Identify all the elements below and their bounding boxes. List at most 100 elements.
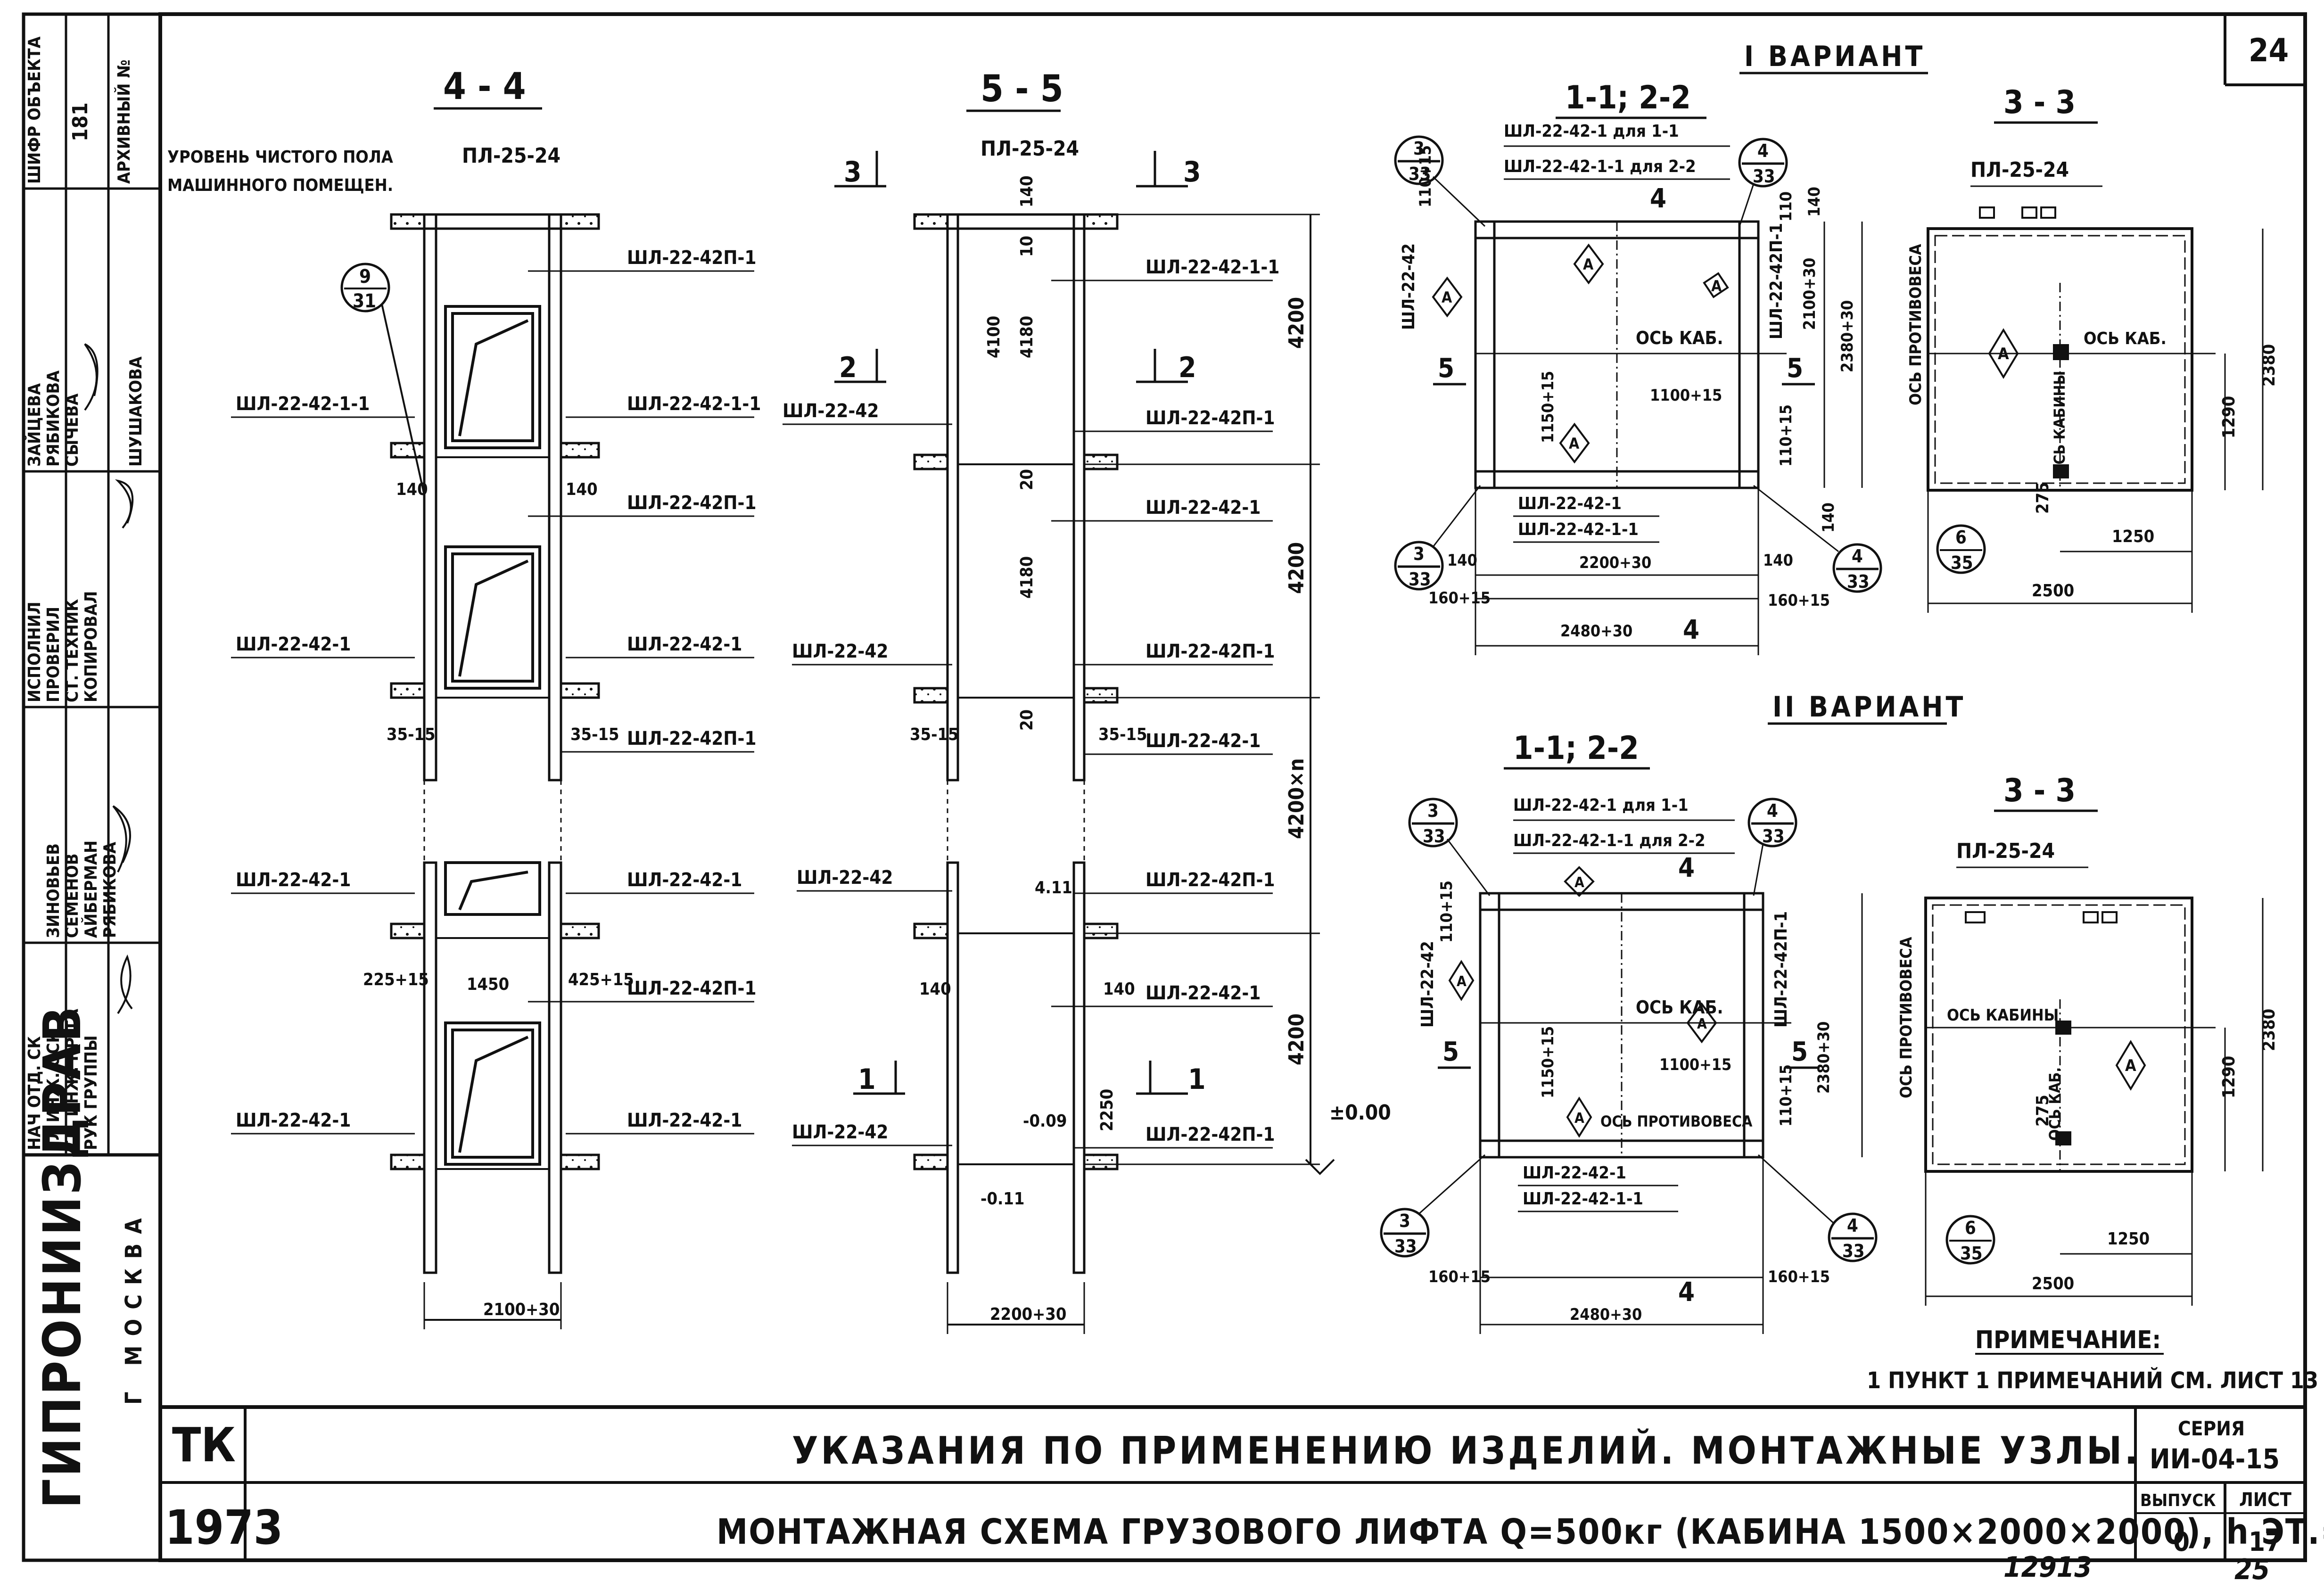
plan33a-callout-b: 35 xyxy=(1951,552,1973,573)
strip-code-value: 181 xyxy=(68,102,92,141)
plan-3-3-variant-1: 3 - 3 ПЛ-25-24 А ОСЬ КАБ. ОСЬ ПРОТИВОВЕС… xyxy=(1906,84,2279,613)
s55-dim-2200: 2200+30 xyxy=(990,1305,1066,1324)
plan2-dim-5: 110+15 xyxy=(1777,1064,1796,1127)
plan33a-title: 3 - 3 xyxy=(2003,84,2076,121)
plan1-label-1: ШЛ-22-42-1 для 1-1 xyxy=(1504,122,1679,141)
plan2-cut-5a: 5 xyxy=(1442,1037,1459,1067)
plan2-dim-8: 2480+30 xyxy=(1570,1305,1642,1324)
plan2-call-1b: 33 xyxy=(1423,826,1445,847)
plan2-side-right: ШЛ-22-42П-1 xyxy=(1772,911,1791,1028)
name-3: АЙБЕРМАН xyxy=(81,840,101,938)
strip-archive-label: АРХИВНЫЙ № xyxy=(114,59,134,184)
s55-label-1: ШЛ-22-42-1-1 xyxy=(1146,256,1279,278)
s44-label-2: ШЛ-22-42-1-1 xyxy=(236,393,370,415)
plan1-dim-3: 140 xyxy=(1805,187,1824,217)
signature-3 xyxy=(84,343,99,411)
plan-1-1-variant-2: 1-1; 2-2 ШЛ-22-42-1 для 1-1 ШЛ-22-42-1-1… xyxy=(1380,730,1878,1334)
plan1-call-2b: 33 xyxy=(1753,166,1775,187)
s55-dim-10: 10 xyxy=(1017,236,1037,257)
title-code: ТК xyxy=(172,1417,236,1473)
signature-4 xyxy=(115,479,134,529)
plan1-cut-4a: 4 xyxy=(1650,183,1666,214)
plan1-title: 1-1; 2-2 xyxy=(1565,79,1691,116)
cut-3-right: 3 xyxy=(1183,156,1201,189)
section-4-4: 4 - 4 УРОВЕНЬ ЧИСТОГО ПОЛА МАШИННОГО ПОМ… xyxy=(167,66,761,1329)
org-name: ГИПРОНИИЗДРАВ xyxy=(32,1005,92,1508)
s55-dim-009: -0.09 xyxy=(1023,1112,1067,1131)
height-2: 4200 xyxy=(1285,542,1309,594)
role-7: СТ. ТЕХНИК xyxy=(63,599,82,702)
s44-label-5: ШЛ-22-42-1 xyxy=(236,634,351,655)
s55-label-9: ШЛ-22-42П-1 xyxy=(1146,869,1275,891)
plan33a-axis-cabin: ОСЬ КАБ. xyxy=(2084,329,2167,348)
s55-dim-35b: 35-15 xyxy=(1098,725,1147,744)
plan33a-callout-a: 6 xyxy=(1955,527,1967,548)
s44-dim-1: 140 xyxy=(396,480,428,499)
plan1-bottom-label-2: ШЛ-22-42-1-1 xyxy=(1518,520,1639,539)
plan33a-mark: А xyxy=(1998,345,2009,363)
s55-label-7: ШЛ-22-42-1 xyxy=(1146,730,1261,752)
plan1-dim-4: 2100+30 xyxy=(1800,258,1819,330)
plan33a-dim-1290: 1290 xyxy=(2219,396,2239,438)
s44-label-8: ШЛ-22-42-1 xyxy=(236,869,351,891)
role-1: НАЧ ОТД. СК xyxy=(25,1036,44,1150)
plan1-axis: ОСЬ КАБ. xyxy=(1636,328,1723,348)
plan1-mark-3: А xyxy=(1569,435,1580,453)
s55-label-3: ШЛ-22-42П-1 xyxy=(1146,407,1275,429)
plan1-cut-4b: 4 xyxy=(1683,615,1699,645)
name-4: РЯБИКОВА xyxy=(100,842,120,938)
s55-dim-4180: 4180 xyxy=(1017,316,1037,358)
callout-44-bottom: 31 xyxy=(353,290,376,312)
plan2-axis-1: ОСЬ КАБ. xyxy=(1636,997,1723,1018)
plan1-call-4a: 4 xyxy=(1852,546,1863,567)
plan1-mark-4: А xyxy=(1711,277,1722,295)
plan2-title: 1-1; 2-2 xyxy=(1513,730,1639,767)
plan2-call-4b: 33 xyxy=(1842,1241,1865,1261)
plan1-dim-11: 2200+30 xyxy=(1579,553,1651,572)
left-strip: ГИПРОНИИЗДРАВ Г МОСКВА ШИФР ОБЪЕКТА 181 … xyxy=(22,12,162,1562)
plan1-call-2a: 4 xyxy=(1757,140,1769,161)
s55-label-8: ШЛ-22-42 xyxy=(797,867,893,889)
s44-dim-7: 425+15 xyxy=(568,970,634,989)
cut-1-right: 1 xyxy=(1188,1063,1206,1096)
s55-label-2: ШЛ-22-42 xyxy=(783,400,879,422)
plan2-bottom-label-1: ШЛ-22-42-1 xyxy=(1523,1163,1626,1183)
plan2-dim-1: 110+15 xyxy=(1437,881,1456,943)
s55-dim-2250: 2250 xyxy=(1097,1089,1117,1131)
s55-label-10: ШЛ-22-42-1 xyxy=(1146,982,1261,1004)
plan1-dim-9: 140 xyxy=(1819,502,1838,533)
name-2: СЕМЕНОВ xyxy=(63,853,82,938)
s55-dim-4100: 4100 xyxy=(984,316,1004,358)
section-55-slab: ПЛ-25-24 xyxy=(981,137,1079,161)
cut-1-left: 1 xyxy=(858,1063,876,1096)
height-1: 4200 xyxy=(1285,297,1309,349)
plan2-call-3b: 33 xyxy=(1394,1236,1417,1257)
plan1-dim-7: 1100+15 xyxy=(1650,386,1722,405)
title-line-1: УКАЗАНИЯ ПО ПРИМЕНЕНИЮ ИЗДЕЛИЙ. МОНТАЖНЫ… xyxy=(792,1428,2140,1473)
section-55-title: 5 - 5 xyxy=(981,68,1063,110)
s44-dim-5: 225+15 xyxy=(363,970,429,989)
org-city: Г МОСКВА xyxy=(121,1209,147,1405)
s55-dim-140b: 140 xyxy=(1103,980,1135,999)
plan33b-axis-cabin: ОСЬ КАБИНЫ xyxy=(1947,1006,2059,1025)
name-8: ШУШАКОВА xyxy=(126,356,146,467)
plan2-call-3a: 3 xyxy=(1399,1210,1410,1231)
s44-dim-8: 2100+30 xyxy=(483,1300,560,1319)
s55-dim-140a: 140 xyxy=(919,980,951,999)
series-label: СЕРИЯ xyxy=(2178,1417,2245,1440)
s55-label-11: ШЛ-22-42 xyxy=(792,1121,888,1143)
plan2-cut-5b: 5 xyxy=(1791,1037,1808,1067)
issue-label: ВЫПУСК xyxy=(2140,1491,2216,1510)
s44-label-12: ШЛ-22-42-1 xyxy=(627,1110,742,1131)
issue-value: 0 xyxy=(2173,1527,2190,1557)
plan2-cut-4b: 4 xyxy=(1678,1277,1695,1308)
plan1-side-right: ШЛ-22-42П-1 xyxy=(1767,223,1786,339)
s44-dim-2: 140 xyxy=(566,480,598,499)
plan33b-title: 3 - 3 xyxy=(2003,772,2076,809)
role-5: ИСПОЛНИЛ xyxy=(25,601,44,702)
s44-dim-4: 35-15 xyxy=(570,725,619,744)
s55-dim-411: 4.11 xyxy=(1035,878,1072,898)
note-text: 1 ПУНКТ 1 ПРИМЕЧАНИЙ СМ. ЛИСТ 13 xyxy=(1867,1367,2318,1394)
plan1-side-left: ШЛ-22-42 xyxy=(1399,243,1418,330)
